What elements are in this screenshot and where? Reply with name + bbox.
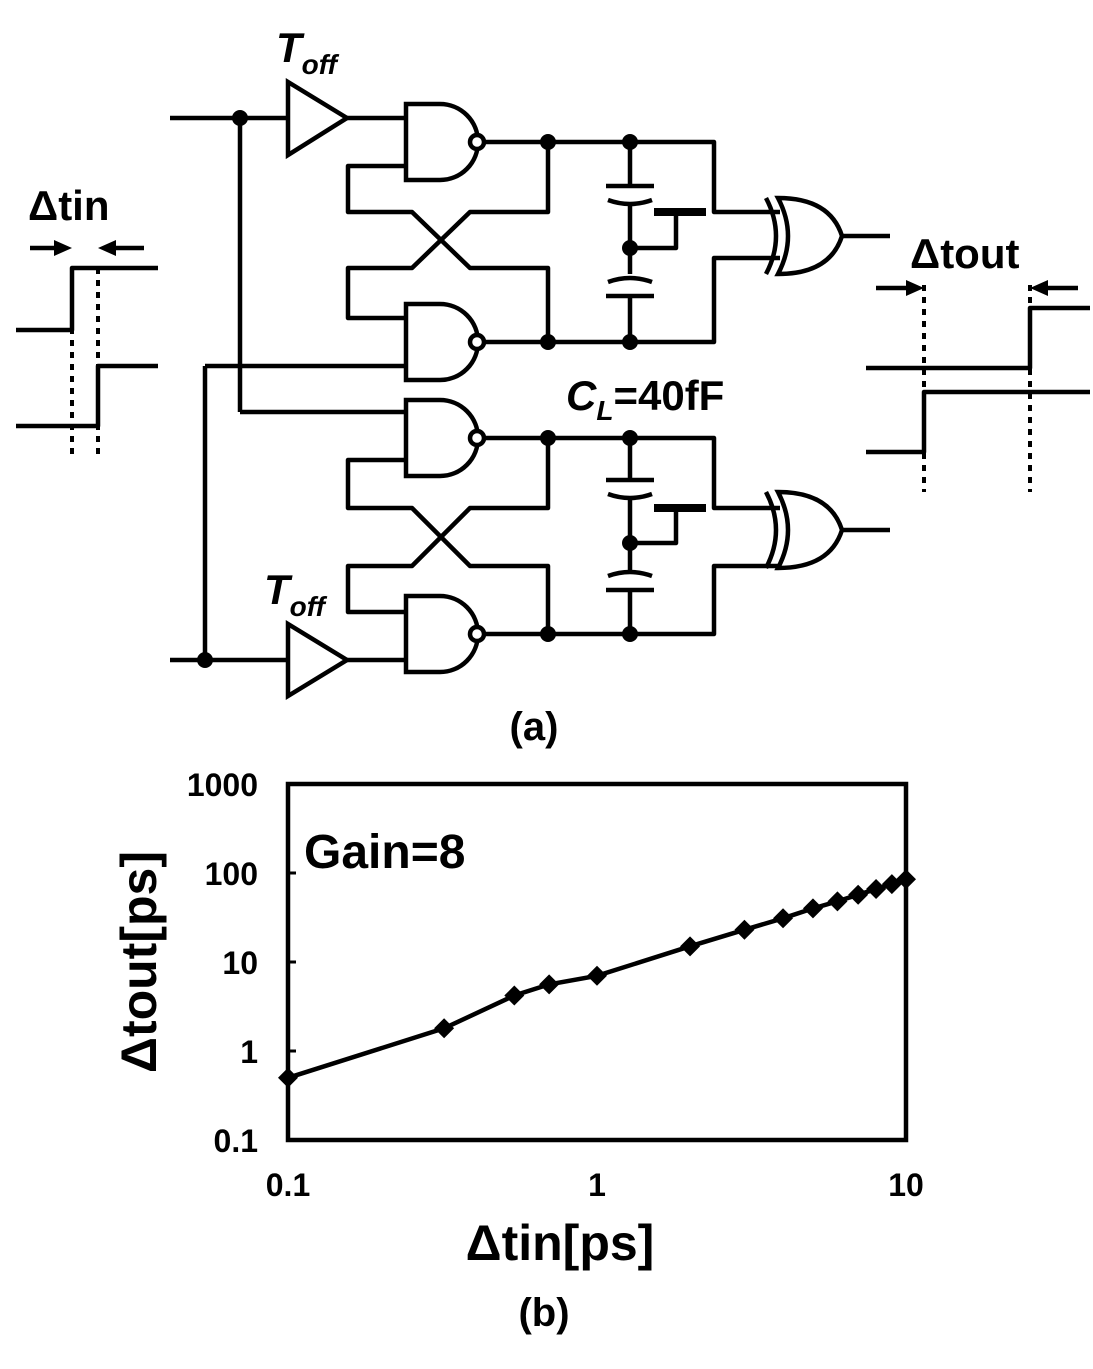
data-point-marker	[680, 936, 701, 957]
data-point-marker	[827, 891, 848, 912]
capacitor-network-1	[606, 142, 706, 342]
data-point-marker	[539, 974, 560, 995]
capacitor-network-2	[606, 438, 706, 634]
y-tick-labels: 0.1 1 10 100 1000	[187, 767, 296, 1159]
gain-annotation: Gain=8	[304, 826, 465, 879]
data-point-marker	[734, 919, 755, 940]
wires	[170, 115, 890, 663]
gain-chart: 0.1 1 10 100 1000 0.1 1 10 Gain=8 Δtin[ps] Δto…	[111, 767, 924, 1335]
xor-gate-1	[764, 195, 845, 277]
data-point-marker	[773, 908, 794, 929]
delta-tin-label: Δtin	[28, 182, 110, 229]
data-point-marker	[278, 1067, 298, 1088]
x-axis-label: Δtin[ps]	[466, 1215, 655, 1271]
y-tick-label: 1000	[187, 767, 258, 803]
x-tick-label: 1	[588, 1167, 606, 1203]
data-point-marker	[866, 879, 887, 900]
output-waveforms	[866, 280, 1090, 492]
data-point-marker	[848, 884, 869, 905]
junction-dots	[197, 110, 638, 668]
caption-b: (b)	[518, 1291, 569, 1335]
y-tick-label: 100	[205, 856, 258, 892]
buffer-top	[285, 77, 352, 160]
y-axis-label: Δtout[ps]	[111, 851, 167, 1073]
toff-label-top: Toff	[276, 24, 340, 80]
nand-gate-1	[403, 101, 487, 183]
toff-label-bottom: Toff	[264, 566, 328, 622]
buffer-bottom	[285, 619, 352, 701]
x-tick-label: 10	[888, 1167, 924, 1203]
y-tick-label: 1	[240, 1034, 258, 1070]
input-waveforms	[16, 240, 158, 458]
data-point-marker	[587, 965, 607, 986]
delta-tout-label: Δtout	[910, 230, 1019, 277]
data-point-marker	[896, 869, 916, 890]
data-point-marker	[434, 1018, 455, 1039]
series-markers	[278, 869, 916, 1088]
nand-gate-3	[403, 397, 487, 479]
nand-gate-2	[403, 301, 487, 383]
data-point-marker	[504, 985, 525, 1006]
y-tick-label: 0.1	[214, 1123, 258, 1159]
x-tick-labels: 0.1 1 10	[266, 1167, 924, 1203]
x-tick-label: 0.1	[266, 1167, 310, 1203]
circuit-diagram: Δtin Δtout	[16, 24, 1090, 749]
data-point-marker	[802, 898, 823, 919]
nand-gate-4	[403, 593, 487, 675]
cl-label: CL=40fF	[566, 372, 724, 426]
caption-a: (a)	[510, 705, 559, 749]
y-tick-label: 10	[222, 945, 258, 981]
xor-gate-2	[764, 489, 845, 571]
